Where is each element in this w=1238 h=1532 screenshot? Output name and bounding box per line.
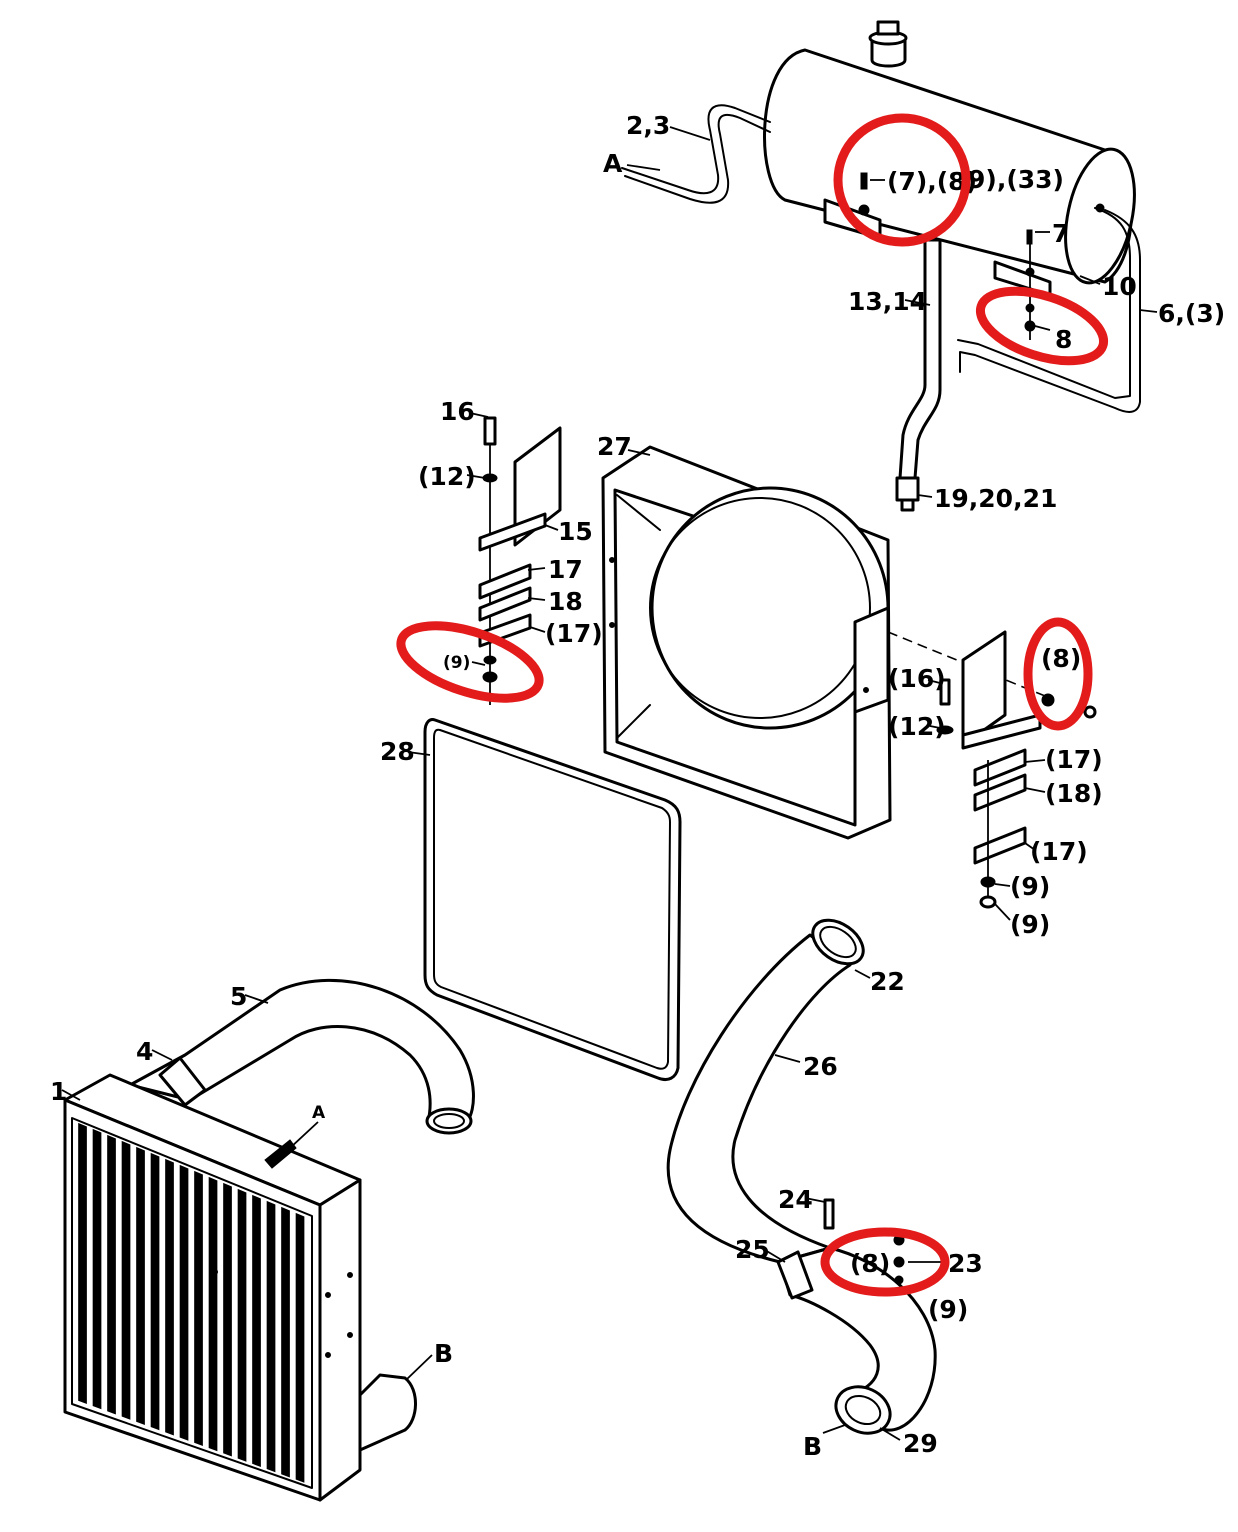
label-9-bottom: (9) bbox=[928, 1295, 968, 1324]
radiator-fin bbox=[237, 1188, 247, 1462]
label-12-right: (12) bbox=[888, 712, 946, 741]
label-18-a: 18 bbox=[548, 587, 583, 616]
highlight-mark bbox=[820, 1227, 950, 1297]
radiator-fin bbox=[136, 1146, 145, 1425]
gasket bbox=[423, 718, 682, 1082]
label-b-left: B bbox=[434, 1339, 453, 1368]
radiator-fin bbox=[92, 1128, 102, 1410]
expansion-tank bbox=[763, 20, 1136, 285]
label-26: 26 bbox=[803, 1052, 838, 1081]
label-a-top: A bbox=[603, 149, 623, 178]
label-15: 15 bbox=[558, 517, 593, 546]
label-13-14: 13,14 bbox=[848, 287, 927, 316]
radiator-fin bbox=[281, 1206, 290, 1478]
label-24: 24 bbox=[778, 1185, 813, 1214]
label-8-top: 8 bbox=[1055, 325, 1072, 354]
label-4: 4 bbox=[136, 1037, 153, 1066]
label-19-20-21: 19,20,21 bbox=[934, 484, 1057, 513]
label-16: 16 bbox=[440, 397, 475, 426]
label-2-3: 2,3 bbox=[626, 111, 670, 140]
radiator bbox=[63, 1073, 417, 1502]
label-18-b: (18) bbox=[1045, 779, 1103, 808]
callouts: 2,3 A (7),(8) 9),(33) 7 10 13,14 6,(3) 8… bbox=[50, 111, 1225, 1461]
label-9-33: 9),(33) bbox=[968, 165, 1064, 194]
label-9-r2: (9) bbox=[1010, 910, 1050, 939]
fitting-19-21 bbox=[895, 476, 920, 502]
label-5: 5 bbox=[230, 982, 247, 1011]
label-25: 25 bbox=[735, 1235, 770, 1264]
clamp-25 bbox=[776, 1250, 814, 1300]
label-10: 10 bbox=[1102, 272, 1137, 301]
label-17-b: (17) bbox=[545, 619, 603, 648]
highlight-marks bbox=[396, 113, 1109, 1297]
right-bracket-stack bbox=[936, 630, 1097, 909]
radiator-fin bbox=[179, 1164, 189, 1441]
radiator-fin bbox=[194, 1170, 203, 1446]
label-27: 27 bbox=[597, 432, 632, 461]
fan-shroud bbox=[601, 445, 892, 840]
radiator-fin bbox=[223, 1182, 232, 1457]
radiator-core bbox=[78, 1122, 305, 1483]
label-b-bottom: B bbox=[803, 1432, 822, 1461]
hose-13-14 bbox=[898, 238, 942, 480]
label-29: 29 bbox=[903, 1429, 938, 1458]
label-8-bottom: (8) bbox=[850, 1249, 890, 1278]
hose-26 bbox=[666, 933, 852, 1264]
radiator-fin bbox=[121, 1140, 131, 1420]
label-6-3: 6,(3) bbox=[1158, 299, 1225, 328]
label-17-c: (17) bbox=[1045, 745, 1103, 774]
radiator-fin bbox=[150, 1152, 160, 1431]
label-23: 23 bbox=[948, 1249, 983, 1278]
pipe-6-3 bbox=[959, 209, 1141, 413]
highlight-mark bbox=[833, 113, 971, 247]
radiator-fin bbox=[252, 1194, 261, 1467]
label-17-d: (17) bbox=[1030, 837, 1088, 866]
label-16-right: (16) bbox=[888, 664, 946, 693]
radiator-fin bbox=[208, 1176, 218, 1452]
label-22: 22 bbox=[870, 967, 905, 996]
radiator-fin bbox=[266, 1200, 276, 1473]
label-12-left: (12) bbox=[418, 462, 476, 491]
label-a-bottom: A bbox=[312, 1103, 326, 1123]
label-1: 1 bbox=[50, 1077, 67, 1106]
highlight-mark bbox=[975, 286, 1109, 366]
label-9-left: (9) bbox=[443, 653, 470, 673]
left-bracket-stack bbox=[478, 416, 562, 705]
leader-lines bbox=[61, 126, 1158, 1441]
label-17-a: 17 bbox=[548, 555, 583, 584]
radiator-fin bbox=[295, 1212, 305, 1483]
radiator-fin bbox=[107, 1134, 116, 1415]
radiator-fin bbox=[78, 1122, 87, 1404]
pipe-2-3 bbox=[621, 104, 771, 195]
outlet-pipe bbox=[358, 1373, 417, 1452]
label-8-right: (8) bbox=[1041, 644, 1081, 673]
label-7: 7 bbox=[1052, 219, 1069, 248]
label-28: 28 bbox=[380, 737, 415, 766]
highlight-mark bbox=[396, 621, 544, 703]
label-9-r1: (9) bbox=[1010, 872, 1050, 901]
radiator-fin bbox=[165, 1158, 174, 1436]
highlight-mark bbox=[1023, 617, 1093, 731]
